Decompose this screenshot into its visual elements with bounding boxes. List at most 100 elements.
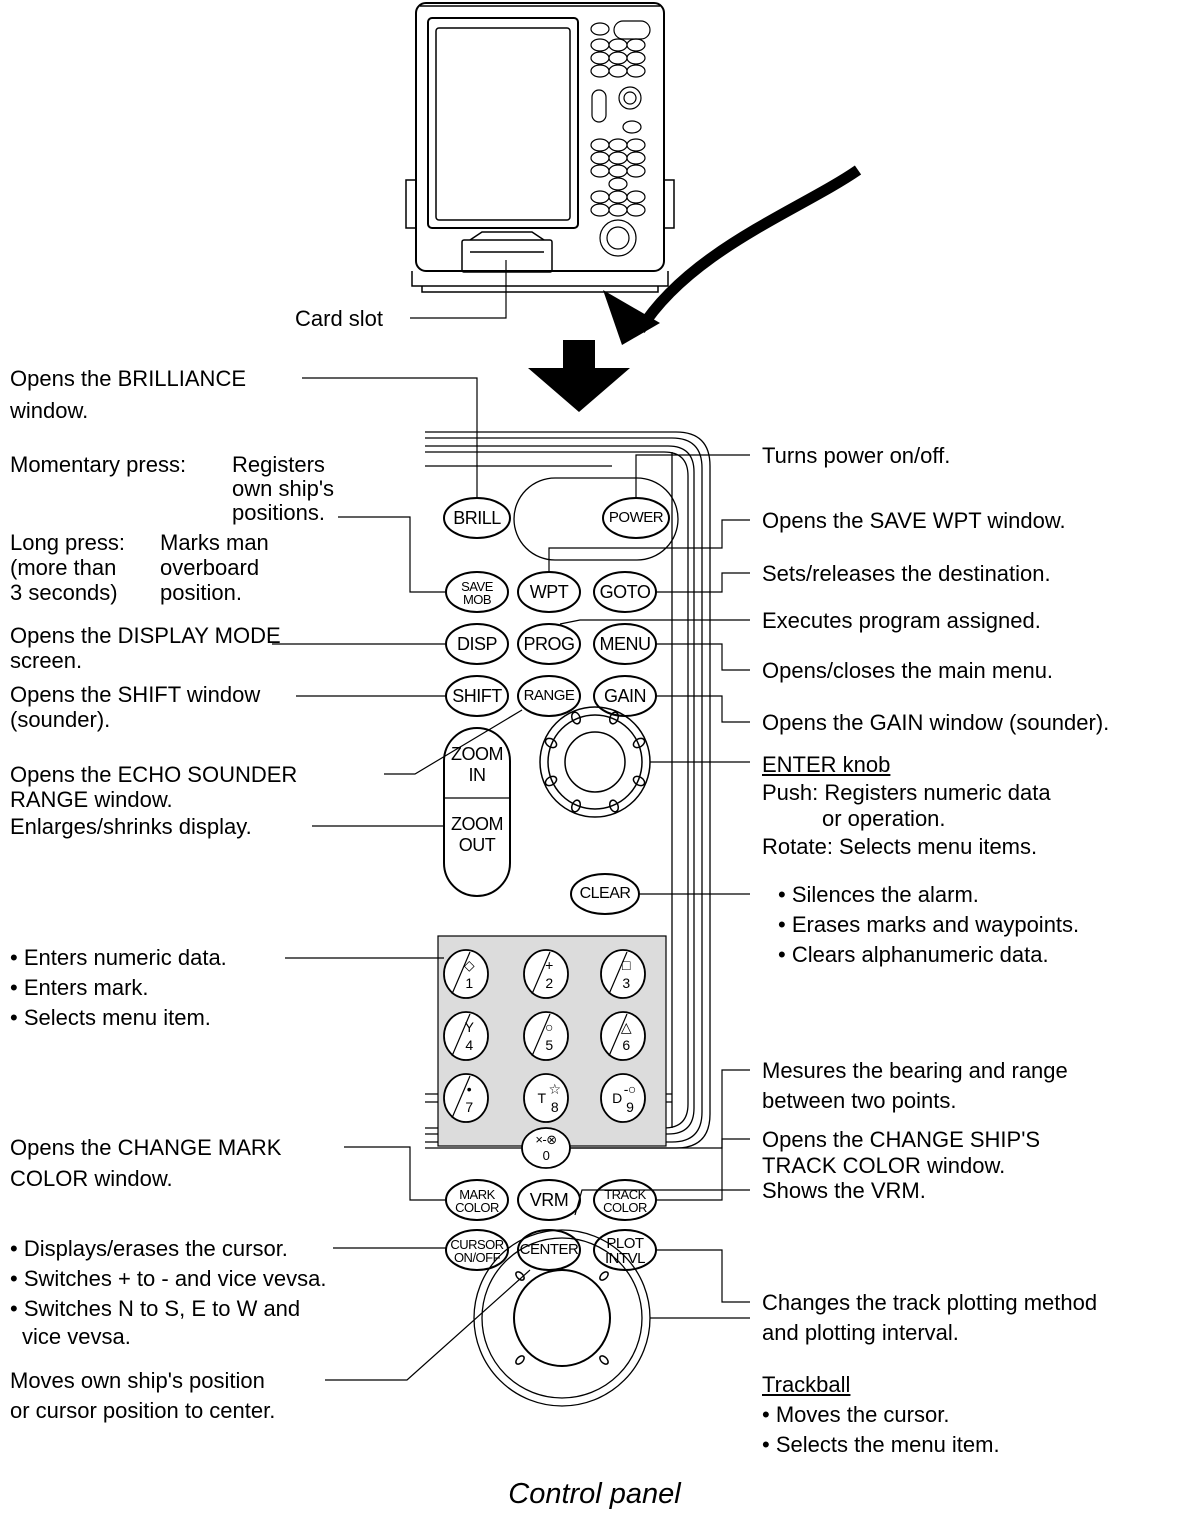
- enter-knob-title: ENTER knob: [762, 752, 891, 777]
- curved-arrow-head: [603, 290, 660, 345]
- center-button[interactable]: CENTER: [518, 1237, 580, 1263]
- plot-desc-1: Changes the track plotting method: [762, 1290, 1098, 1315]
- zoom-in-label-1: ZOOM: [451, 744, 504, 764]
- plot-intvl-button[interactable]: PLOT INTVL: [594, 1236, 656, 1266]
- key-6[interactable]: △6: [609, 1016, 643, 1056]
- clear-desc-1: • Silences the alarm.: [778, 882, 979, 907]
- key-4-number: 4: [465, 1037, 473, 1053]
- enter-desc-1: Push: Registers numeric data: [762, 780, 1051, 805]
- curved-arrow-shaft: [635, 165, 862, 333]
- mark-color-desc-2: COLOR window.: [10, 1166, 173, 1191]
- vrm-button[interactable]: VRM: [518, 1187, 580, 1213]
- long-press-label-2: (more than: [10, 555, 117, 580]
- key-2[interactable]: +2: [532, 954, 566, 994]
- zoom-in-label-2: IN: [468, 765, 487, 785]
- key-6-symbol: △: [620, 1019, 632, 1035]
- clear-button[interactable]: CLEAR: [571, 881, 639, 907]
- key-7-number: 7: [465, 1099, 473, 1115]
- down-arrow-head: [528, 368, 630, 412]
- save-mob-button[interactable]: SAVE MOB: [446, 578, 508, 608]
- marks-desc-2: overboard: [160, 555, 260, 580]
- key-0-symbol: ×-⊗: [535, 1132, 557, 1147]
- long-press-label-3: 3 seconds): [10, 580, 118, 605]
- brill-button[interactable]: BRILL: [444, 505, 510, 531]
- key-8-number: 8: [550, 1099, 559, 1115]
- measure-desc-1: Mesures the bearing and range: [762, 1058, 1068, 1083]
- key-7[interactable]: •7: [452, 1078, 486, 1118]
- long-press-label-1: Long press:: [10, 530, 125, 555]
- cursor-desc-3: • Switches N to S, E to W and: [10, 1296, 301, 1321]
- wpt-button[interactable]: WPT: [518, 579, 580, 605]
- prog-desc: Executes program assigned.: [762, 608, 1041, 633]
- menu-button[interactable]: MENU: [594, 631, 656, 657]
- key-1[interactable]: ◇1: [452, 954, 486, 994]
- mark-color-button[interactable]: MARK COLOR: [446, 1186, 508, 1216]
- cursor-onoff-button[interactable]: CURSOR ON/OFF: [446, 1236, 508, 1266]
- key-3[interactable]: □3: [609, 954, 643, 994]
- shift-label: SHIFT: [452, 686, 502, 706]
- prog-label: PROG: [523, 634, 575, 654]
- mark-label: MARK: [459, 1187, 495, 1202]
- key-8[interactable]: T ☆ 8: [529, 1078, 569, 1118]
- trackball-desc-2: • Selects the menu item.: [762, 1432, 1000, 1457]
- zoom-desc: Enlarges/shrinks display.: [10, 814, 252, 839]
- goto-button[interactable]: GOTO: [594, 579, 656, 605]
- key-9-number: 9: [626, 1099, 634, 1115]
- key-0[interactable]: ×-⊗0: [524, 1130, 568, 1166]
- goto-desc: Sets/releases the destination.: [762, 561, 1051, 586]
- power-button[interactable]: POWER: [603, 505, 669, 531]
- prog-button[interactable]: PROG: [518, 631, 580, 657]
- center-desc-2: or cursor position to center.: [10, 1398, 276, 1423]
- trackball-desc-1: • Moves the cursor.: [762, 1402, 950, 1427]
- disp-button[interactable]: DISP: [446, 631, 508, 657]
- menu-label: MENU: [599, 634, 652, 654]
- range-button[interactable]: RANGE: [518, 683, 580, 709]
- menu-desc: Opens/closes the main menu.: [762, 658, 1054, 683]
- figure-caption: Control panel: [508, 1478, 681, 1510]
- zoom-in-button[interactable]: ZOOM IN: [444, 742, 510, 788]
- save-label: SAVE: [461, 579, 493, 594]
- mark-color-label: COLOR: [455, 1200, 499, 1215]
- keypad-key-shapes: [443, 949, 646, 1169]
- gain-button[interactable]: GAIN: [594, 683, 656, 709]
- key-9[interactable]: D -○9: [604, 1078, 644, 1118]
- key-9-prefix: D: [612, 1090, 622, 1106]
- shift-desc-1: Opens the SHIFT window: [10, 682, 261, 707]
- cursor-desc-4: vice vevsa.: [22, 1324, 131, 1349]
- key-5[interactable]: ○5: [532, 1016, 566, 1056]
- cursor-desc-2: • Switches + to - and vice vevsa.: [10, 1266, 327, 1291]
- zoom-pill: [443, 727, 511, 897]
- mob-label: MOB: [462, 592, 492, 607]
- shift-button[interactable]: SHIFT: [446, 683, 508, 709]
- vrm-desc: Shows the VRM.: [762, 1178, 926, 1203]
- trackball-illustration: [473, 1229, 651, 1407]
- numeric-desc-1: • Enters numeric data.: [10, 945, 227, 970]
- onoff-label: ON/OFF: [453, 1250, 501, 1265]
- key-8-prefix: T: [537, 1090, 546, 1106]
- key-3-symbol: □: [622, 957, 630, 973]
- clear-desc-2: • Erases marks and waypoints.: [778, 912, 1080, 937]
- brilliance-desc-1: Opens the BRILLIANCE: [10, 366, 247, 391]
- key-8-symbol: ☆: [548, 1081, 562, 1097]
- key-5-number: 5: [545, 1037, 553, 1053]
- numeric-desc-2: • Enters mark.: [10, 975, 149, 1000]
- wpt-desc: Opens the SAVE WPT window.: [762, 508, 1066, 533]
- power-housing: [513, 477, 679, 561]
- center-label: CENTER: [519, 1241, 579, 1258]
- clear-label: CLEAR: [579, 885, 631, 902]
- enter-desc-3: Rotate: Selects menu items.: [762, 834, 1038, 859]
- cursor-desc-1: • Displays/erases the cursor.: [10, 1236, 288, 1261]
- plot-desc-2: and plotting interval.: [762, 1320, 959, 1345]
- track-color-label: COLOR: [603, 1200, 647, 1215]
- trackball-title: Trackball: [762, 1372, 851, 1397]
- leader-lines: [272, 377, 750, 1381]
- marks-desc-3: position.: [160, 580, 242, 605]
- key-6-number: 6: [622, 1037, 630, 1053]
- track-color-button[interactable]: TRACK COLOR: [594, 1186, 656, 1216]
- zoom-out-button[interactable]: ZOOM OUT: [444, 812, 510, 858]
- registers-desc-3: positions.: [232, 500, 325, 525]
- enter-desc-2: or operation.: [822, 806, 946, 831]
- down-arrow-shaft: [563, 340, 595, 370]
